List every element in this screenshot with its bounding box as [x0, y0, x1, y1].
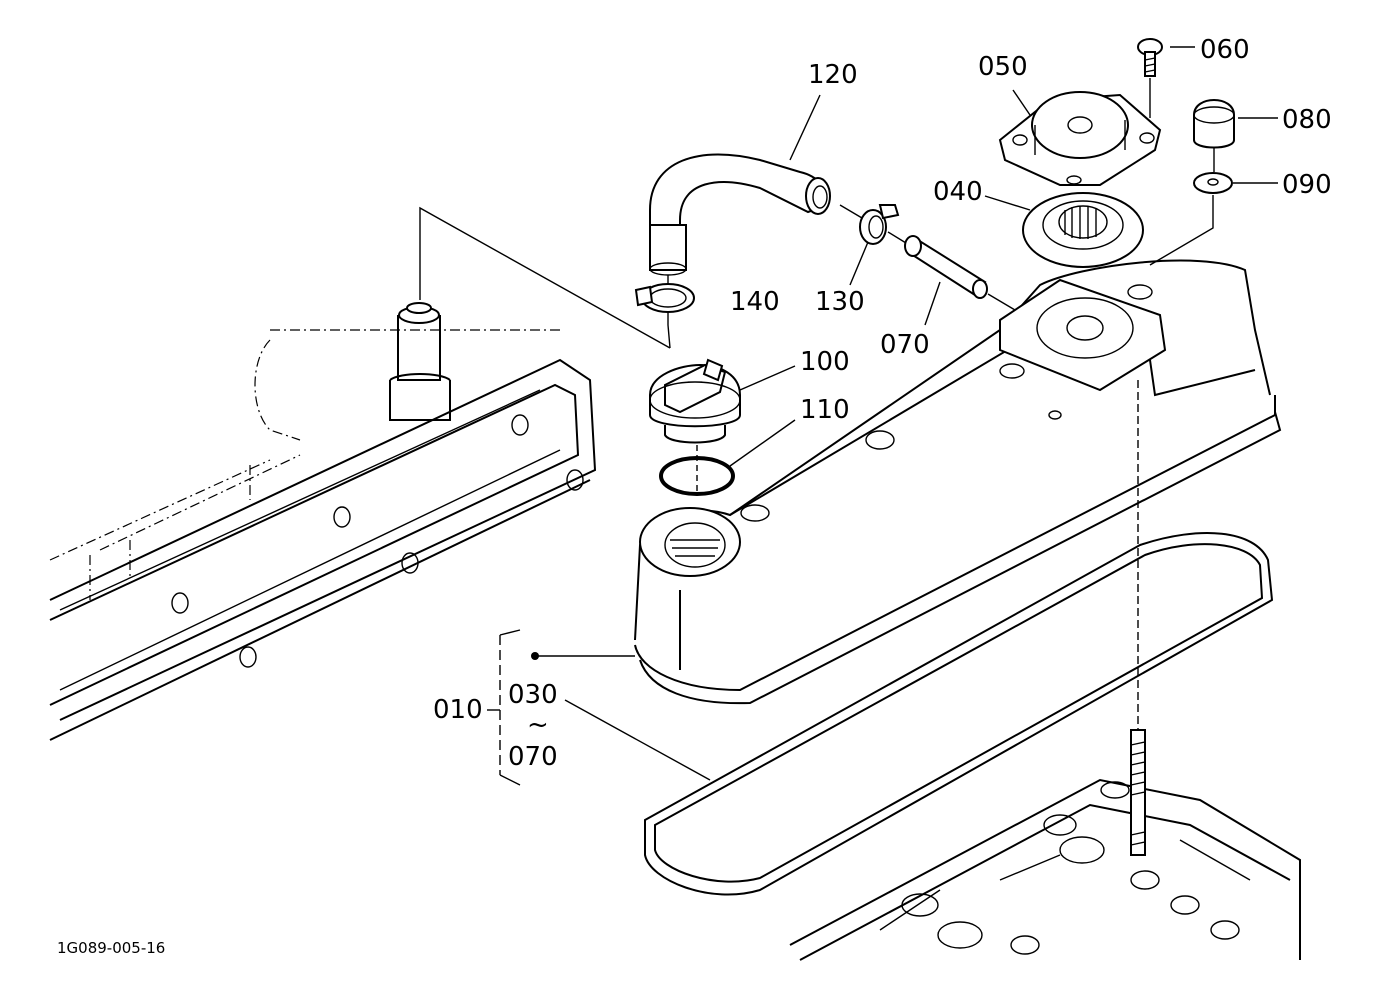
valve-cover — [634, 259, 1282, 705]
callout-140: 140 — [730, 287, 780, 317]
leader-hose-to-manifold — [419, 206, 671, 349]
breather-pipe — [904, 235, 1016, 311]
washer — [1149, 172, 1233, 266]
callout-010: 010 — [433, 695, 483, 725]
callout-070: 070 — [880, 330, 930, 360]
diagram-code: 1G089-005-16 — [57, 939, 165, 957]
callout-090: 090 — [1282, 170, 1332, 200]
callout-060: 060 — [1200, 35, 1250, 65]
o-ring — [659, 445, 735, 496]
callout-080: 080 — [1282, 105, 1332, 135]
intake-manifold — [49, 302, 597, 741]
callout-100: 100 — [800, 347, 850, 377]
callout-040: 040 — [933, 177, 983, 207]
cap-nut — [1193, 99, 1235, 172]
oil-filler-cap — [649, 358, 741, 444]
breather-seal — [1022, 192, 1144, 268]
hose-clamp-upper — [839, 204, 907, 245]
callout-range-tilde: ~ — [527, 710, 549, 740]
leader-lines — [487, 46, 1278, 786]
cover-gasket — [644, 532, 1274, 896]
callout-130: 130 — [815, 287, 865, 317]
cylinder-head — [789, 778, 1301, 961]
callout-120: 120 — [808, 60, 858, 90]
callout-110: 110 — [800, 395, 850, 425]
callout-070-range: 070 — [508, 742, 558, 772]
hose-clamp-lower — [634, 283, 695, 349]
plate-screw — [1137, 38, 1163, 118]
callout-030: 030 — [508, 680, 558, 710]
cover-stud — [1130, 380, 1146, 856]
breather-plate — [998, 91, 1162, 186]
callout-050: 050 — [978, 52, 1028, 82]
breather-hose — [649, 153, 831, 295]
